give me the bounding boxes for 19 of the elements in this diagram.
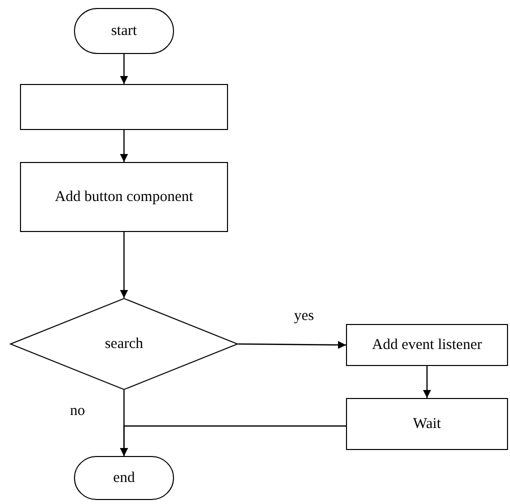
decision-diamond (10, 298, 238, 390)
arrow (120, 425, 346, 456)
node-text: Wait (413, 416, 441, 432)
arrow (423, 366, 431, 398)
process-box (20, 162, 228, 232)
node-text: start (111, 22, 137, 40)
node-text: Add event listener (372, 336, 482, 354)
process-box (20, 84, 228, 130)
process-box (346, 398, 508, 450)
node-text: end (113, 470, 135, 486)
terminal-shape (74, 8, 174, 54)
arrow (120, 130, 128, 162)
arrow (238, 340, 346, 349)
arrow (120, 54, 128, 84)
terminal-shape (74, 456, 174, 500)
arrow (120, 232, 128, 298)
node-text: Add button component (54, 188, 194, 206)
process-box (346, 324, 508, 366)
node-text: search (104, 336, 144, 352)
